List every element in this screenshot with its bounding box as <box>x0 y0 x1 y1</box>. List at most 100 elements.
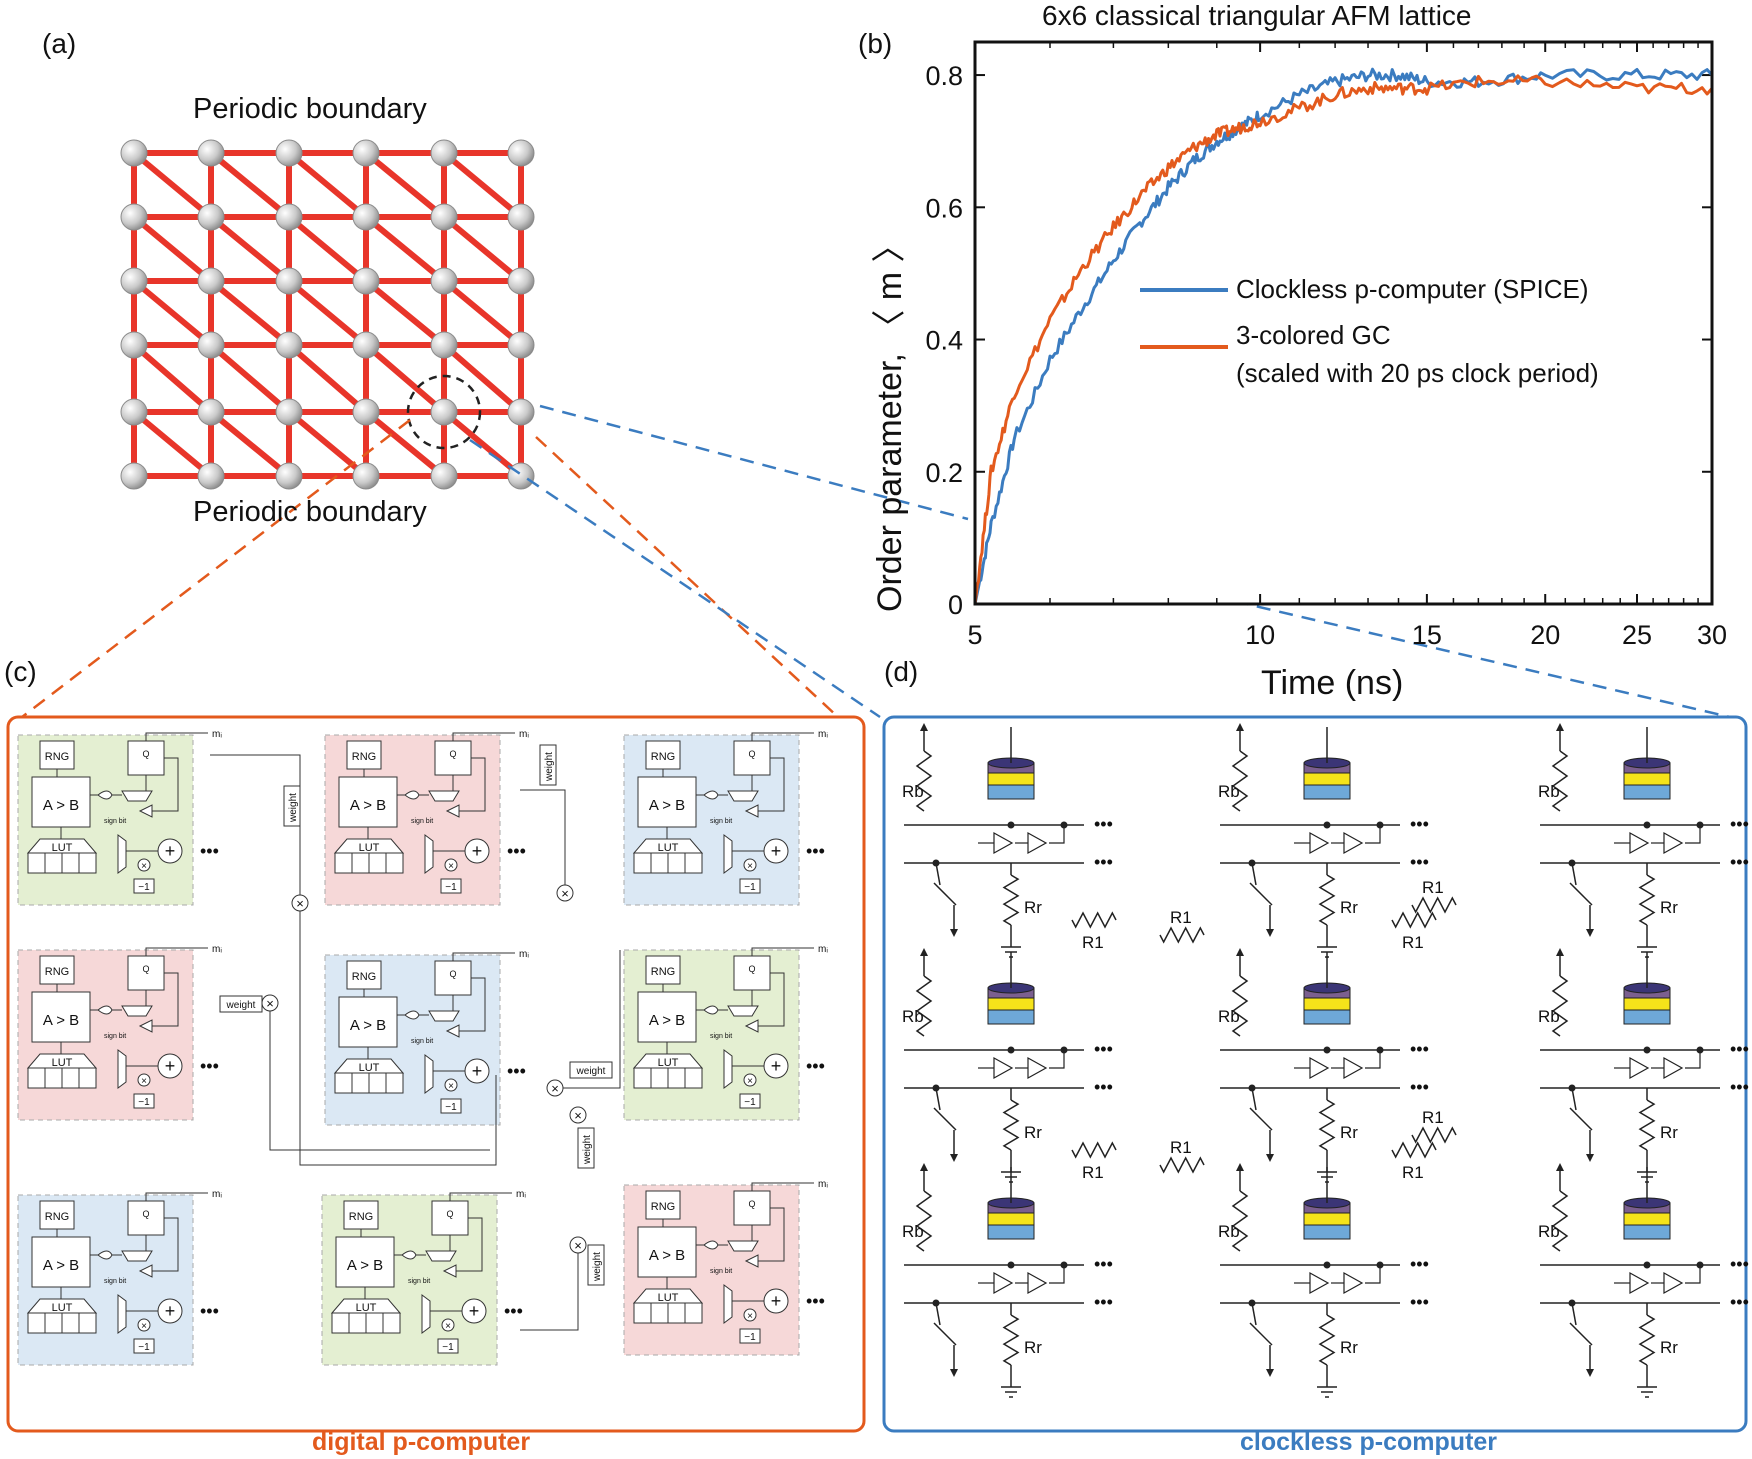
sign-bit-label: sign bit <box>411 1038 433 1045</box>
lut-cell <box>684 1067 703 1089</box>
resistor <box>1002 1099 1020 1151</box>
rb-label: Rb <box>1218 1222 1240 1241</box>
lut-cell <box>667 1302 686 1324</box>
lut-cell <box>667 1067 686 1089</box>
ellipsis: ••• <box>1730 1077 1749 1097</box>
junction <box>1696 821 1704 829</box>
adder-symbol: + <box>165 841 176 861</box>
panel-b-letter: (b) <box>858 28 893 59</box>
flipflop-box <box>733 740 771 776</box>
adder-symbol: + <box>472 841 483 861</box>
inverter <box>1663 1271 1684 1295</box>
lattice-edge <box>287 150 368 220</box>
lattice-edge <box>287 278 368 348</box>
zoom-line-clockless-right <box>1211 594 1731 719</box>
lattice-edge <box>364 150 446 220</box>
resistor <box>1638 874 1656 926</box>
multiplier-symbol: × <box>747 1311 753 1322</box>
mtj-layer <box>987 1212 1035 1226</box>
wire <box>1365 1050 1381 1069</box>
panel-a-letter: (a) <box>42 28 77 59</box>
legend-gc-label: 3-colored GC (scaled with 20 ps clock pe… <box>1236 320 1599 388</box>
r1-label: R1 <box>1402 1163 1424 1182</box>
lattice-edge <box>442 150 523 220</box>
adder-symbol: + <box>165 1056 176 1076</box>
lattice-node <box>197 398 225 426</box>
ellipsis: ••• <box>1410 1292 1429 1312</box>
adder-symbol: + <box>771 841 782 861</box>
mux-gate <box>428 790 460 802</box>
comparator-label: A > B <box>43 1012 79 1029</box>
lattice-node <box>352 139 380 167</box>
wire <box>152 1217 179 1272</box>
weight-rect <box>569 1061 613 1079</box>
weight-rect <box>587 1244 605 1286</box>
lattice-node <box>120 267 148 295</box>
y-tick-label: 0.8 <box>925 61 963 91</box>
wire <box>1685 1265 1701 1284</box>
weight-box: weight <box>569 1061 613 1079</box>
sign-mux <box>117 1049 127 1089</box>
mtj-layer <box>1303 1212 1351 1226</box>
series-layer <box>975 67 1712 604</box>
multiplier-symbol: × <box>141 1076 147 1087</box>
zoom-line-to-plot <box>539 404 969 521</box>
lattice-node <box>507 203 535 231</box>
lut-cell <box>61 852 80 874</box>
inverter <box>993 831 1014 855</box>
lut-cell <box>348 1312 367 1334</box>
weight-label: weight <box>226 1000 256 1011</box>
rng-label: RNG <box>651 751 675 763</box>
resistor <box>1638 1314 1656 1366</box>
lut-cell <box>27 852 46 874</box>
sign-mux <box>421 1294 431 1334</box>
r1-label: R1 <box>1402 933 1424 952</box>
mtj-layer <box>987 997 1035 1011</box>
comparator-label: A > B <box>649 1247 685 1264</box>
minus-one-box <box>440 1098 462 1114</box>
junction <box>1060 1046 1068 1054</box>
lut-cell <box>650 852 669 874</box>
resistor <box>915 750 933 812</box>
lut-label: LUT <box>658 842 679 854</box>
lut-cell <box>44 852 63 874</box>
rr-label: Rr <box>1340 1123 1358 1142</box>
weight-box: weight <box>587 1244 605 1286</box>
rr-label: Rr <box>1024 1338 1042 1357</box>
mtj-layer <box>1623 772 1671 786</box>
mux-gate <box>121 790 153 802</box>
inverter <box>993 1271 1014 1295</box>
sign-bit-label: sign bit <box>710 1268 732 1275</box>
lattice-edge <box>442 278 523 348</box>
arrow-head <box>1236 723 1244 731</box>
lattice-edge <box>287 214 368 284</box>
weight-multiplier-symbol: × <box>561 886 569 901</box>
minus-one-box <box>437 1338 459 1354</box>
arrow-head <box>1556 723 1564 731</box>
flipflop-label: Q <box>449 749 456 759</box>
wire <box>1049 1050 1065 1069</box>
mtj-layer <box>1303 1009 1351 1025</box>
sign-bit-label: sign bit <box>408 1278 430 1285</box>
output-wire <box>145 732 208 741</box>
multiplier-circle <box>137 858 151 872</box>
x-tick-label: 10 <box>1245 620 1275 650</box>
interconnect-wire <box>563 950 621 1089</box>
transistor-body <box>933 1322 957 1346</box>
rng-label: RNG <box>352 971 376 983</box>
lattice-edge <box>364 278 446 348</box>
flipflop-box <box>434 960 472 996</box>
junction <box>1007 821 1015 829</box>
output-wire <box>452 952 515 961</box>
lut-cell <box>351 852 370 874</box>
flipflop-label: Q <box>142 1209 149 1219</box>
comparator-label: A > B <box>350 797 386 814</box>
junction <box>1643 821 1651 829</box>
ellipsis: ••• <box>1730 1039 1749 1059</box>
rng-label: RNG <box>45 966 69 978</box>
minus-one-box <box>133 1093 155 1109</box>
weight-label: weight <box>582 1135 593 1165</box>
arrow-head <box>920 723 928 731</box>
minus-one-label: −1 <box>442 1342 454 1353</box>
mtj-stack <box>1623 1197 1671 1240</box>
